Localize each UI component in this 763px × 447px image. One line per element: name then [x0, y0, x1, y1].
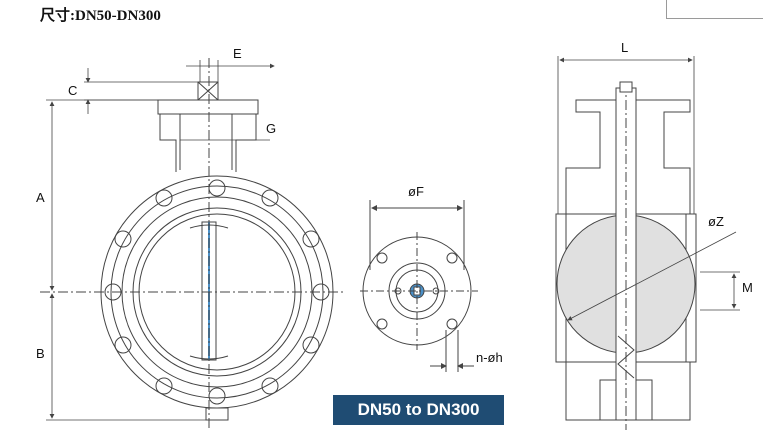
dim-label-L: L [621, 40, 628, 55]
top-flange-pad [157, 99, 259, 115]
dim-label-F: øF [408, 184, 424, 199]
front-dimensions [46, 60, 275, 421]
dim-label-Z: øZ [708, 214, 724, 229]
flange-view [360, 200, 478, 372]
side-dimensions [557, 56, 740, 321]
dim-label-B: B [36, 346, 45, 361]
dim-label-G: G [266, 121, 276, 136]
front-view [40, 58, 345, 430]
dim-label-C: C [68, 83, 77, 98]
side-view [555, 81, 697, 430]
range-badge: DN50 to DN300 [333, 395, 504, 425]
dim-label-A: A [36, 190, 45, 205]
dim-label-nh: n-øh [476, 350, 503, 365]
page-title: 尺寸:DN50-DN300 [40, 8, 161, 24]
frame-corner [666, 0, 763, 19]
bolt-holes [104, 179, 330, 405]
dim-label-E: E [233, 46, 242, 61]
dim-label-M: M [742, 280, 753, 295]
